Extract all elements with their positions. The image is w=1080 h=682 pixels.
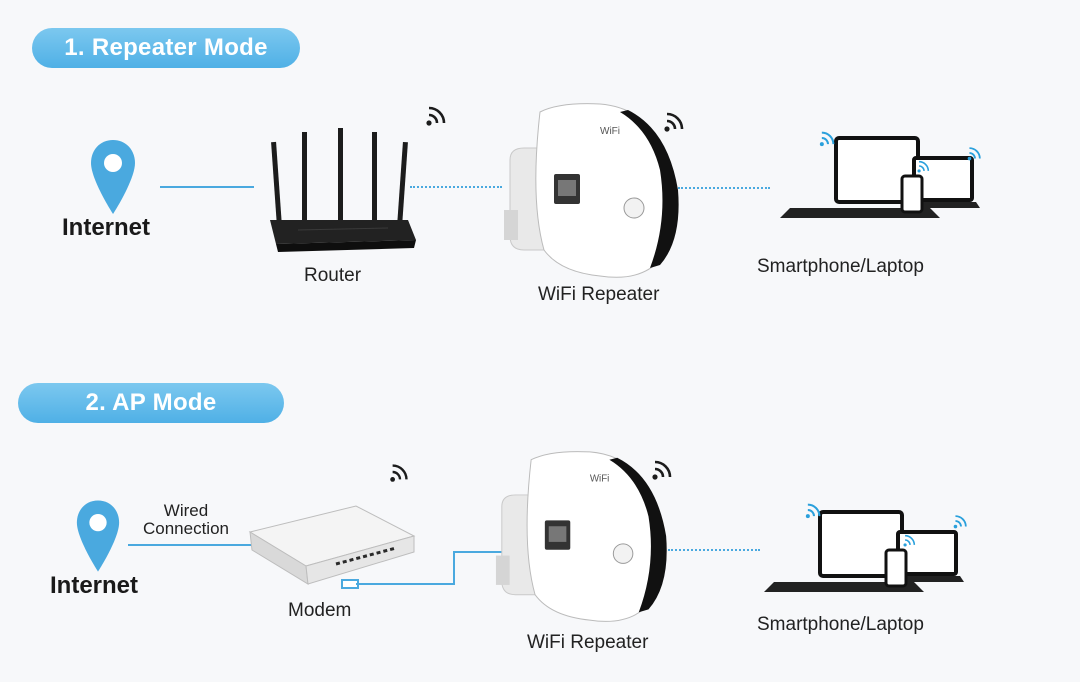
location-pin-icon [76,500,120,572]
repeater-label: WiFi Repeater [538,284,660,305]
location-pin-icon [91,140,135,214]
wifi-signal-icon [805,503,821,519]
wifi-signal-icon [652,460,672,480]
wifi-signal-icon [967,147,981,161]
svg-text:WiFi: WiFi [590,473,610,484]
clients-label: Smartphone/Laptop [757,256,924,277]
mode-1-title: 1. Repeater Mode [32,28,300,68]
wifi-signal-icon [903,534,916,547]
laptop-icon [764,510,964,592]
wireless-link-repeater-clients [678,187,770,189]
wired-connection-label: Wired Connection [130,502,242,538]
wifi-signal-icon [917,160,930,173]
repeater-label: WiFi Repeater [527,632,649,653]
wired-label-line1: Wired [163,501,209,520]
modem-icon [248,505,416,589]
internet-label: Internet [62,214,151,241]
internet-label: Internet [50,572,139,599]
router-icon [270,128,416,252]
router-label: Router [304,265,362,286]
clients-label: Smartphone/Laptop [757,614,924,635]
wireless-link-router-repeater [410,186,502,188]
wifi-signal-icon [426,106,446,126]
wireless-link-repeater-clients [668,549,760,551]
wifi-repeater-icon: WiFi [495,451,667,622]
mode-2-title: 2. AP Mode [18,383,284,423]
modem-label: Modem [288,600,352,621]
connection-line-internet-modem [128,544,252,546]
wifi-signal-icon [390,464,408,482]
wifi-signal-icon [953,515,967,529]
connection-line-internet-router [160,186,254,188]
laptop-icon [780,136,980,218]
wired-label-line2: Connection [142,519,229,538]
wifi-repeater-icon: WiFi [504,103,679,278]
svg-text:WiFi: WiFi [600,126,620,137]
wifi-signal-icon [664,112,684,132]
wifi-signal-icon [819,131,835,147]
